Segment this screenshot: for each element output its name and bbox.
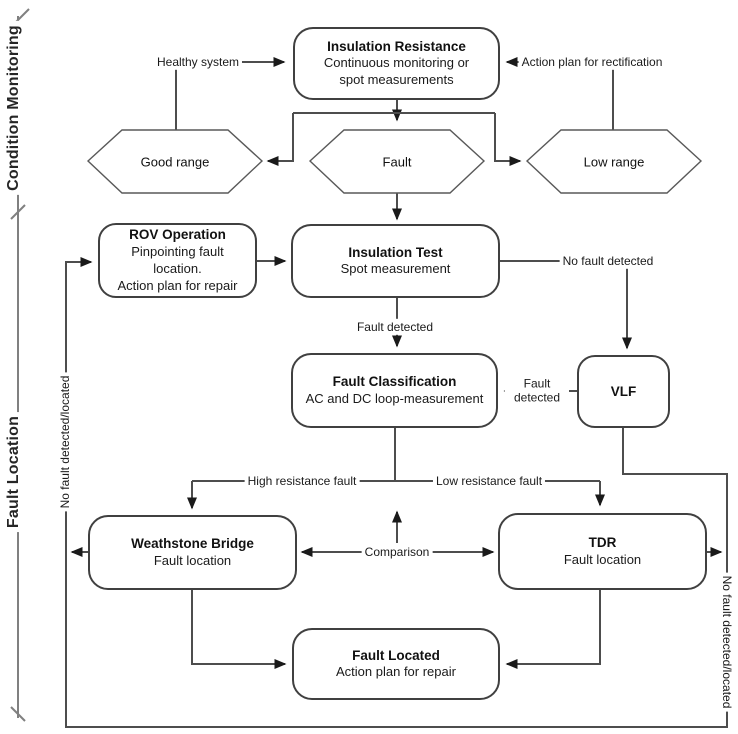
- node-weathstone-bridge: Weathstone Bridge Fault location: [88, 515, 297, 590]
- hexagon-good-range: [86, 129, 264, 194]
- node-insulation-test: Insulation Test Spot measurement: [291, 224, 500, 298]
- bracket-tick-top: [14, 8, 30, 24]
- node-title: Insulation Resistance: [327, 38, 466, 54]
- edge-label-low-resistance-fault: Low resistance fault: [432, 472, 546, 490]
- section-label-fault-location: Fault Location: [5, 411, 23, 533]
- edge-branch-to-low-range: [494, 113, 522, 166]
- node-title: Fault Located: [352, 647, 440, 663]
- node-title: VLF: [610, 383, 637, 399]
- edge-label-action-plan-rectification: Action plan for rectification: [518, 53, 666, 71]
- node-title: Insulation Test: [348, 244, 443, 260]
- node-subtitle: Fault location: [153, 552, 232, 568]
- section-label-condition-monitoring: Condition Monitoring: [5, 21, 23, 195]
- node-vlf: VLF: [577, 355, 670, 428]
- hexagon-label-fault: Fault: [382, 154, 412, 170]
- edge-weathstone-to-fault-located: [191, 590, 287, 669]
- node-subtitle: spot measurements: [339, 72, 454, 88]
- node-title: ROV Operation: [129, 227, 226, 243]
- bracket-tick-middle: [10, 204, 26, 220]
- edge-no-fault-loop-to-rov: [65, 257, 728, 728]
- edge-label-no-fault-left-loop: No fault detected/located: [56, 372, 74, 512]
- node-subtitle: Continuous monitoring or: [323, 55, 470, 71]
- edge-low-range-to-insulation-resistance: [505, 57, 614, 130]
- hexagon-label-low-range: Low range: [583, 154, 645, 170]
- hexagon-label-good-range: Good range: [140, 154, 210, 170]
- edge-tdr-to-fault-located: [505, 590, 601, 669]
- hexagon-fault: [308, 129, 486, 194]
- node-fault-located: Fault Located Action plan for repair: [292, 628, 500, 700]
- node-subtitle: Fault location: [563, 551, 642, 567]
- edge-label-high-resistance-fault: High resistance fault: [244, 472, 360, 490]
- node-subtitle: AC and DC loop-measurement: [305, 390, 484, 406]
- edge-label-line: detected: [513, 391, 561, 405]
- node-subtitle: Action plan for repair: [336, 664, 456, 680]
- edge-label-comparison: Comparison: [361, 543, 433, 561]
- node-subtitle: Pinpointing fault location.: [131, 243, 224, 276]
- edge-label-no-fault-right-loop: No fault detected/located: [718, 572, 736, 712]
- hexagon-low-range: [525, 129, 703, 194]
- node-fault-classification: Fault Classification AC and DC loop-meas…: [291, 353, 498, 428]
- edge-label-vlf-fault-detected: Fault detected: [505, 375, 569, 407]
- node-title: Fault Classification: [332, 374, 457, 390]
- edge-label-no-fault-detected: No fault detected: [559, 252, 657, 270]
- edge-branch-to-good-range: [266, 113, 294, 166]
- edge-insulation-test-to-vlf: [500, 260, 632, 350]
- node-rov-operation: ROV Operation Pinpointing fault location…: [98, 223, 257, 298]
- node-insulation-resistance: Insulation Resistance Continuous monitor…: [293, 27, 500, 100]
- edge-good-range-to-insulation-resistance: [175, 57, 286, 130]
- edge-label-fault-detected: Fault detected: [353, 318, 437, 336]
- edge-label-line: Fault: [523, 376, 551, 391]
- edge-label-healthy-system: Healthy system: [153, 53, 243, 71]
- node-subtitle: Spot measurement: [340, 261, 451, 277]
- node-title: TDR: [588, 535, 617, 551]
- bracket-tick-bottom: [10, 706, 26, 722]
- node-tdr: TDR Fault location: [498, 513, 707, 590]
- node-subtitle: Action plan for repair: [117, 277, 238, 293]
- node-title: Weathstone Bridge: [131, 536, 254, 552]
